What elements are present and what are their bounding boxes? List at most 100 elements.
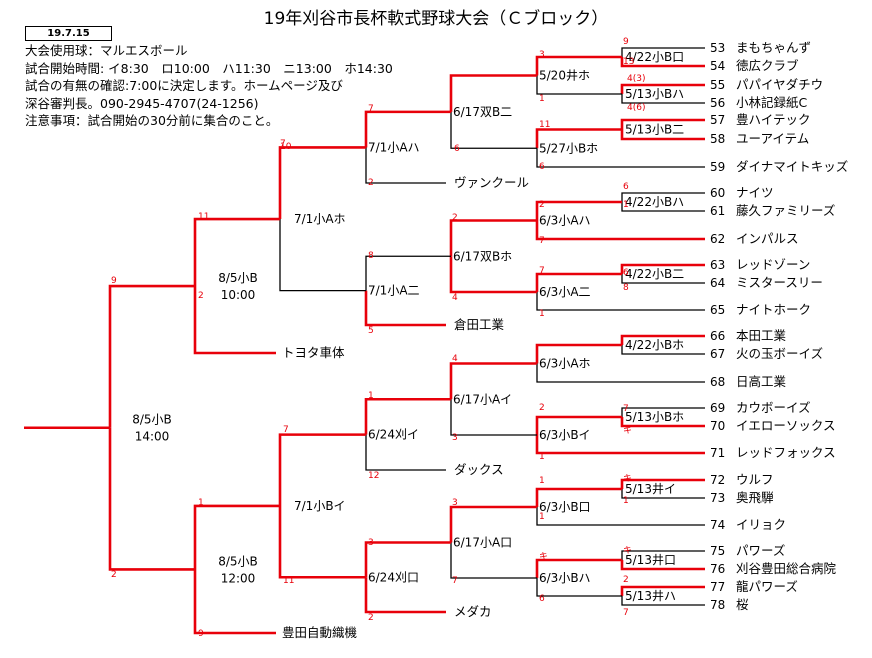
r1-line	[620, 585, 705, 596]
r2-line	[535, 200, 622, 221]
r4-line	[364, 110, 451, 148]
score-label: 1	[623, 496, 629, 506]
r2-line	[536, 578, 622, 597]
score-label: 9	[198, 629, 204, 639]
team-name: 豊ハイテック	[736, 112, 811, 127]
team-name: 刈谷豊田総合病院	[736, 561, 837, 576]
team-number: 70	[710, 419, 725, 433]
r2-line	[535, 55, 622, 76]
r2-line	[536, 148, 705, 168]
info-line-ball: 大会使用球：マルエスボール	[25, 43, 188, 58]
team-number: 75	[710, 544, 725, 558]
r3-line	[449, 219, 537, 257]
team-number: 77	[710, 580, 725, 594]
team-name: イリョク	[736, 517, 786, 532]
score-label: 12	[368, 471, 379, 481]
final-line	[108, 284, 195, 428]
score-label: 1	[539, 94, 545, 104]
score-label: 9	[623, 37, 629, 47]
score-label: 7	[452, 576, 458, 586]
r1-line	[621, 274, 705, 284]
score-label: 11	[283, 576, 294, 586]
r1-line	[621, 345, 705, 355]
team-number: 71	[710, 446, 725, 460]
r2-line	[535, 128, 622, 149]
team-name: インパルス	[736, 231, 799, 246]
game-label: 5/27小Bホ	[539, 141, 598, 155]
r2-line	[535, 343, 622, 364]
team-number: 73	[710, 491, 725, 505]
r2-line	[535, 220, 705, 241]
score-label: 3	[452, 433, 458, 443]
r5-line	[278, 433, 366, 506]
game-label: 7/1小Aホ	[294, 212, 346, 226]
team-number: 62	[710, 232, 725, 246]
r3-line	[449, 362, 537, 400]
team-number: 72	[710, 473, 725, 487]
game-label: 6/3小B口	[539, 500, 591, 514]
team-name: ウルフ	[736, 472, 774, 487]
r1-line	[621, 47, 705, 57]
game-label: 6/24刈口	[368, 570, 419, 584]
score-label: 6	[623, 268, 629, 278]
score-label: 2	[623, 575, 629, 585]
team-name: 桜	[736, 597, 749, 612]
team-number: 56	[710, 96, 725, 110]
score-label: 2	[368, 178, 374, 188]
r4-line	[364, 397, 451, 435]
score-label: 2	[198, 291, 204, 301]
r5-line	[279, 219, 366, 292]
team-number: 64	[710, 276, 725, 290]
score-label: 6	[623, 182, 629, 192]
score-label: 1	[368, 391, 374, 401]
r3-line	[449, 505, 537, 543]
game-label: 7/1小Bイ	[294, 499, 346, 513]
score-label: 8	[623, 283, 629, 293]
team-number: 61	[710, 204, 725, 218]
team-number: 68	[710, 375, 725, 389]
game-label: 6/3小Bイ	[539, 428, 591, 442]
score-label: 4(3)	[627, 74, 645, 84]
r1-line	[620, 334, 705, 345]
score-label: 6	[539, 594, 545, 604]
final-game-label: 8/5小B	[132, 413, 172, 427]
score-label: キ	[623, 474, 632, 484]
r2-line	[535, 272, 622, 292]
game-label: 5/13小Bホ	[625, 410, 684, 424]
team-name: ナイトホーク	[736, 302, 811, 317]
team-number: 76	[710, 562, 725, 576]
score-label: 7	[623, 608, 629, 618]
team-name: 藤久ファミリーズ	[736, 203, 835, 218]
team-number: 53	[710, 41, 725, 55]
team-name: パパイヤダチウ	[736, 77, 823, 92]
team-number: 57	[710, 113, 725, 127]
team-name: ユーアイテム	[736, 131, 809, 146]
game-label: 6/17双Bホ	[453, 249, 512, 263]
score-label: 8	[368, 251, 374, 261]
score-label: 7	[280, 139, 286, 149]
r3-line	[450, 111, 537, 149]
score-label: 1	[623, 200, 629, 210]
score-label: 1	[198, 498, 204, 508]
r2-line	[535, 487, 622, 507]
game-label: 5/13小B二	[625, 123, 684, 137]
score-label: 2	[111, 570, 117, 580]
team-number: 60	[710, 186, 725, 200]
date-badge: 19.7.15	[25, 26, 112, 41]
r4-line	[364, 541, 451, 578]
game-label: 5/13小Bハ	[625, 87, 684, 101]
score-label: 2	[539, 200, 545, 210]
score-label: 11	[198, 212, 209, 222]
team-name: 日高工業	[736, 374, 787, 389]
game-label: 8/5小B	[218, 554, 258, 568]
final-line	[108, 427, 195, 571]
game-label: 5/13井口	[625, 553, 676, 567]
score-label: 2	[539, 403, 545, 413]
r1-line	[620, 560, 705, 571]
r2-line	[536, 75, 622, 95]
r1-line	[621, 489, 705, 499]
team-name: 龍パワーズ	[736, 579, 798, 594]
game-label: 6/3小Aハ	[539, 214, 591, 228]
game-label: 4/22小Bホ	[625, 338, 684, 352]
